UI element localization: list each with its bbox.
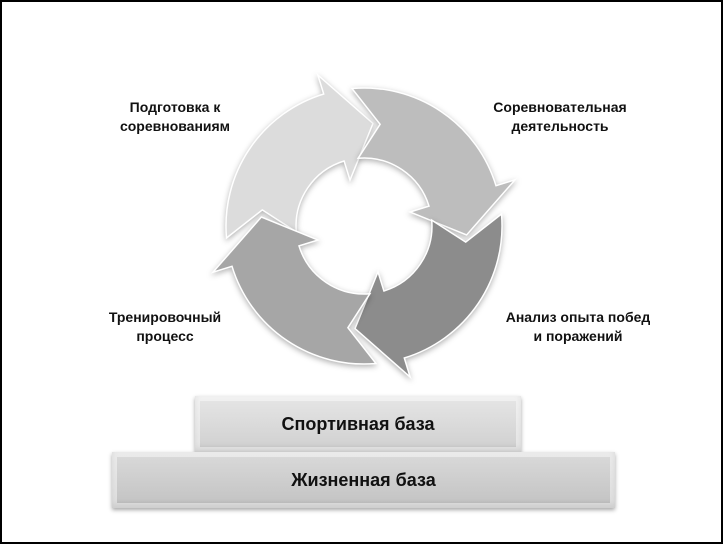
label-line: соревнованиям xyxy=(119,118,231,134)
life-base-block: Жизненная база xyxy=(112,452,615,508)
label-line: деятельность xyxy=(511,118,609,134)
label-line: Тренировочный xyxy=(108,309,222,325)
arrow-training xyxy=(210,216,378,365)
label-line: Соревновательная xyxy=(493,99,627,115)
arrow-analysis xyxy=(354,212,503,380)
stage-label-analysis: Анализ опыта побед и поражений xyxy=(488,308,668,346)
label-line: и поражений xyxy=(533,328,623,344)
label-line: Анализ опыта побед xyxy=(505,309,651,325)
stage-label-training: Тренировочный процесс xyxy=(85,308,245,346)
arrow-competition xyxy=(350,87,518,236)
label-line: процесс xyxy=(136,328,194,344)
sport-base-block: Спортивная база xyxy=(195,396,521,452)
label-line: Подготовка к xyxy=(129,99,221,115)
stage-label-competition: Соревновательная деятельность xyxy=(480,98,640,136)
arrow-preparation xyxy=(225,72,374,240)
stage-label-preparation: Подготовка к соревнованиям xyxy=(95,98,255,136)
